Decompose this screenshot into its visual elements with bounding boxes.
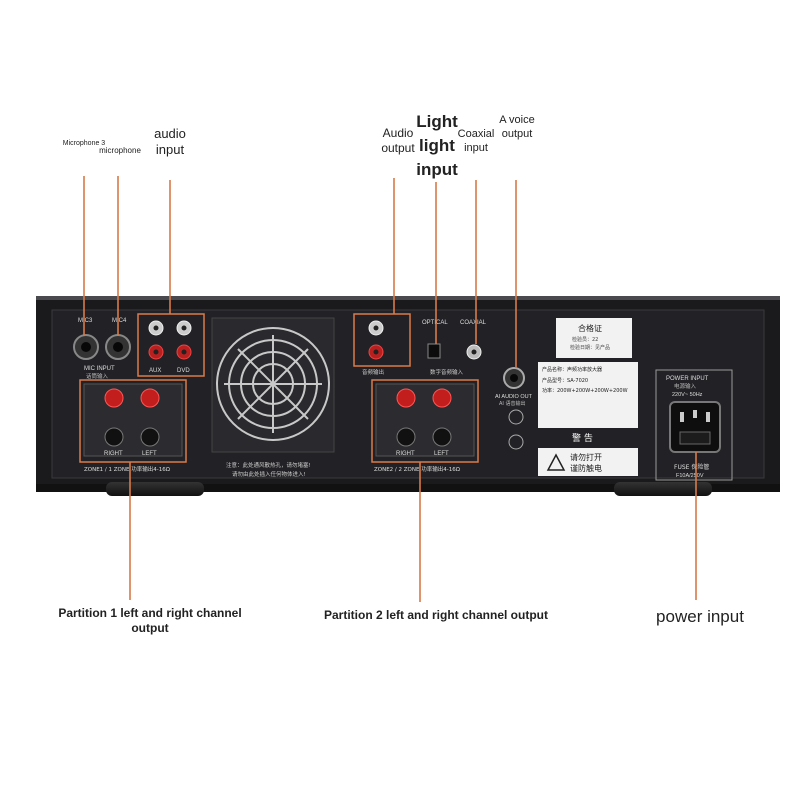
shock-warning-icon [546, 453, 566, 471]
label-coaxial-input: Coaxial input [457, 128, 495, 154]
ccc-mark-icon [508, 409, 524, 425]
zone2-left-label: LEFT [434, 451, 449, 457]
socket-pin-left [680, 412, 684, 422]
socket-pin-right [706, 412, 710, 422]
power-input-label: POWER INPUT [666, 376, 709, 382]
label-microphone: microphone [99, 146, 141, 155]
warning-sticker [538, 448, 638, 476]
label-partition-1: Partition 1 left and right channel outpu… [58, 606, 242, 635]
label-light-input: Light light input [416, 112, 458, 179]
label-audio-input: audio input [154, 126, 186, 158]
foot-right [614, 482, 712, 496]
zone1-left-negative[interactable] [140, 427, 160, 447]
zone1-highlight [79, 379, 187, 463]
socket-pin-center [693, 410, 697, 418]
certificate-line-1: 检验员：22 [572, 336, 598, 343]
product-power-spec: 功率：200W+200W+200W+200W [542, 387, 628, 394]
certificate-sticker [556, 318, 632, 358]
label-power-input: power input [656, 607, 744, 626]
power-input-frame [655, 369, 733, 481]
mic-input-cn-label: 话筒输入 [86, 372, 109, 380]
zone2-right-negative[interactable] [396, 427, 416, 447]
audio-out-cn-label: 音频输出 [362, 368, 384, 376]
power-voltage-label: 220V~ 50Hz [672, 392, 703, 398]
label-audio-output: Audio output [381, 126, 415, 155]
product-name: 产品名称：声频功率放大器 [542, 366, 602, 373]
product-model: 产品型号：SA-7020 [542, 377, 588, 384]
dvd-rca-r-hole [181, 349, 187, 355]
dvd-rca-l-hole [181, 325, 187, 331]
zone2-left-positive[interactable] [432, 388, 452, 408]
zone2-terminal-plate [375, 383, 475, 457]
product-info-sticker [538, 362, 638, 428]
fan-grille [216, 327, 330, 441]
aux-rca-r-hole [153, 349, 159, 355]
zone2-label: ZONE2 / 2 ZONE 功率输出4-16Ω [374, 465, 460, 473]
foot-left [106, 482, 204, 496]
mic-input-label: MIC INPUT [84, 366, 115, 372]
zone2-right-positive[interactable] [396, 388, 416, 408]
fuse-holder[interactable] [679, 431, 711, 445]
zone1-label: ZONE1 / 1 ZONE 功率输出4-16Ω [84, 465, 170, 473]
digital-input-cn-label: 数字音频输入 [430, 368, 464, 376]
warning-text-1: 请勿打开 [570, 452, 602, 462]
zone1-left-label: LEFT [142, 451, 157, 457]
zone1-terminal-plate [83, 383, 183, 457]
vent-warning-2: 请勿由此处插入任何物体进入! [232, 470, 306, 478]
zone2-right-label: RIGHT [396, 451, 415, 457]
dvd-label: DVD [177, 368, 190, 374]
optical-input-port[interactable] [427, 343, 441, 359]
ai-audio-out-jack-hole [510, 374, 518, 382]
chassis-top-edge [36, 296, 780, 302]
mic3-jack-hole [81, 342, 91, 352]
recycle-mark-icon [508, 434, 524, 450]
mic3-label: MIC3 [78, 318, 93, 324]
audio-out-rca-r-hole [373, 349, 379, 355]
fuse-label: FUSE 保险管 [674, 463, 709, 471]
warning-title: 警 告 [572, 432, 593, 444]
optical-label: OPTICAL [422, 320, 448, 326]
vent-warning-1: 注意：此处通风散热孔，请勿堵塞! [226, 461, 311, 469]
leader-lines [83, 176, 697, 602]
zone1-left-positive[interactable] [140, 388, 160, 408]
zone1-right-negative[interactable] [104, 427, 124, 447]
aux-rca-l-hole [153, 325, 159, 331]
zone1-right-label: RIGHT [104, 451, 123, 457]
coaxial-label: COAXIAL [460, 320, 487, 326]
audio-output-highlight [353, 313, 411, 367]
zone2-highlight [371, 379, 479, 463]
zone2-left-negative[interactable] [432, 427, 452, 447]
warning-text-2: 谨防触电 [570, 463, 602, 473]
zone1-right-positive[interactable] [104, 388, 124, 408]
coaxial-input-port-hole [471, 349, 477, 355]
aux-label: AUX [149, 368, 161, 374]
certificate-line-2: 检验日期：见产品 [570, 344, 610, 351]
chassis-bottom [36, 484, 780, 492]
label-partition-2: Partition 2 left and right channel outpu… [324, 608, 548, 622]
certificate-title: 合格证 [578, 323, 602, 333]
label-microphone-3: Microphone 3 [62, 140, 106, 147]
mic4-jack-hole [113, 342, 123, 352]
ai-audio-out-label: AI AUDIO OUT [495, 394, 533, 400]
mic4-label: MIC4 [112, 318, 127, 324]
power-input-cn-label: 电源输入 [674, 382, 697, 390]
label-voice-output: A voice output [499, 114, 535, 140]
fuse-rating-label: F10A/250V [676, 473, 704, 479]
aux-dvd-highlight [137, 313, 205, 377]
ai-audio-out-cn-label: AI 语音输出 [499, 400, 526, 407]
audio-out-rca-l-hole [373, 325, 379, 331]
